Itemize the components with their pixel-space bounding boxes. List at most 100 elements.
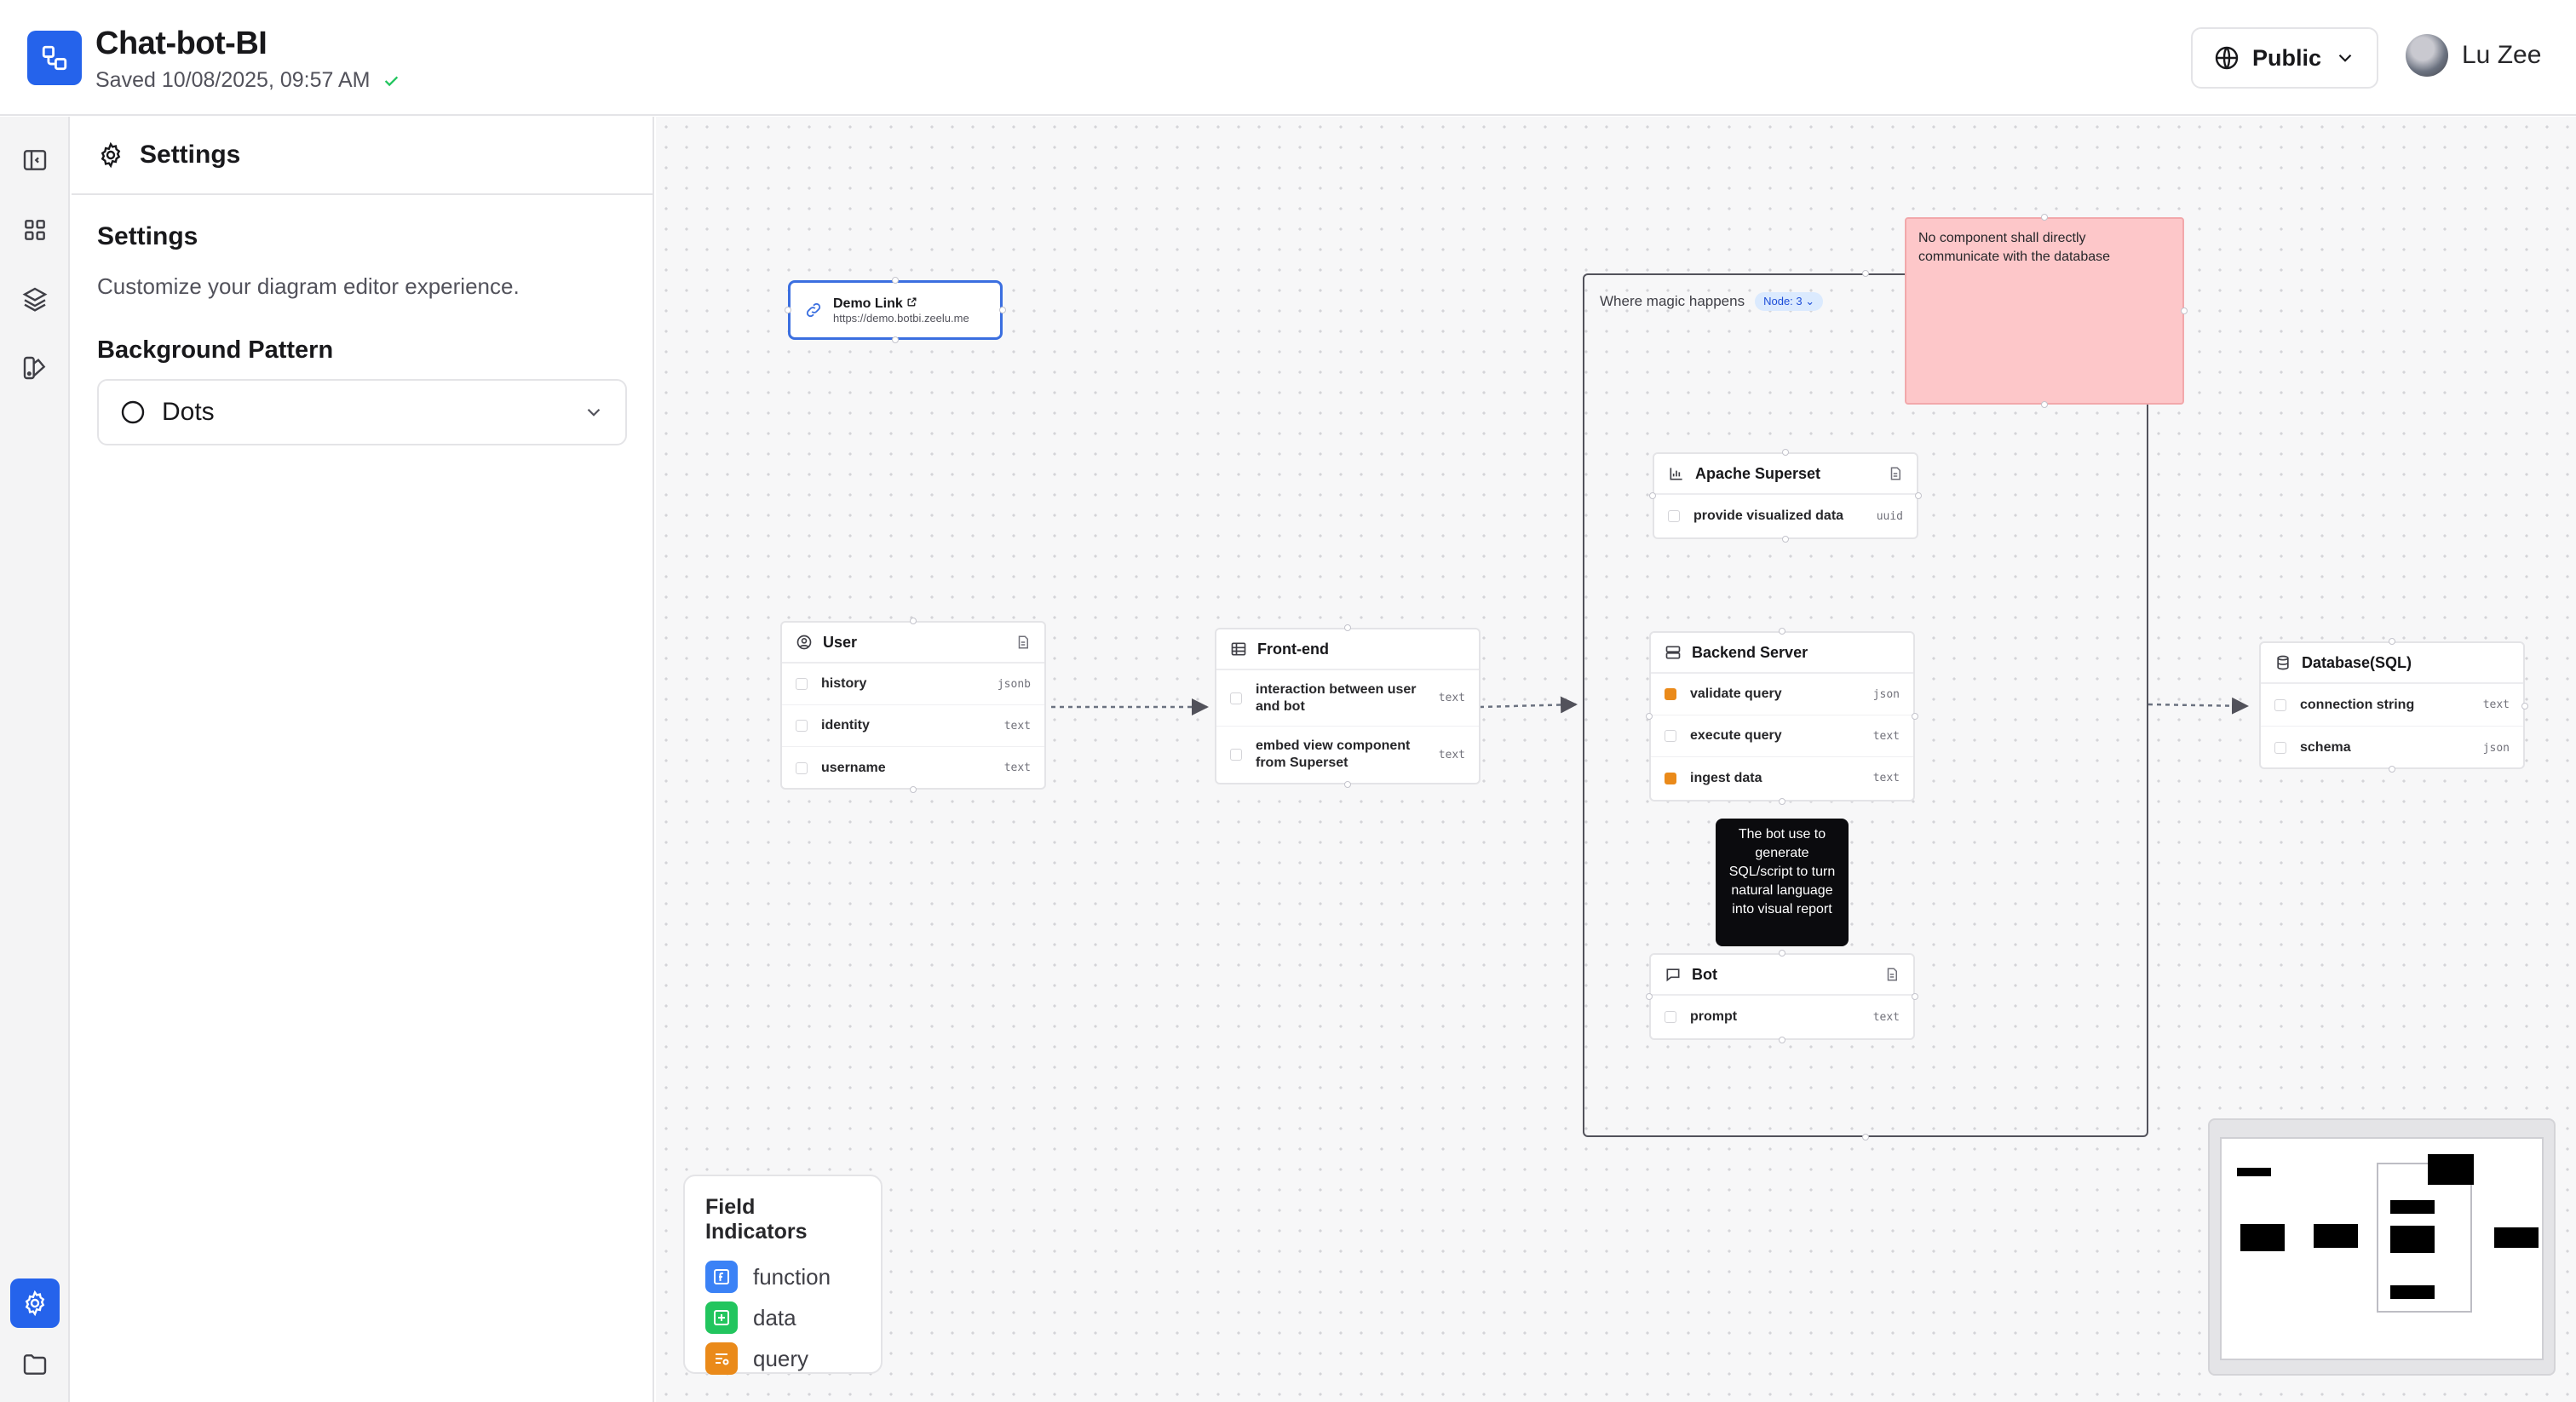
globe-icon [2215,46,2239,70]
sticky-note[interactable]: No component shall directly communicate … [1905,217,2184,405]
field-name: interaction between user and bot [1256,681,1417,714]
demo-link-title: Demo Link [833,296,903,311]
connection-handle[interactable] [1646,713,1653,720]
connection-handle[interactable] [999,307,1006,313]
connection-handle[interactable] [2389,766,2395,773]
field-indicators-legend: Field Indicators function data query [683,1175,883,1375]
gear-icon [25,1290,45,1317]
connection-handle[interactable] [1862,270,1869,277]
demo-link-url[interactable]: https://demo.botbi.zeelu.me [833,311,969,325]
diagram-canvas[interactable]: Demo Link https://demo.botbi.zeelu.me Wh… [656,117,2576,1402]
chevron-down-icon [587,408,601,417]
connection-handle[interactable] [785,307,791,313]
visibility-dropdown[interactable]: Public [2191,27,2378,89]
connection-handle[interactable] [2521,703,2528,710]
connection-handle[interactable] [1782,536,1789,543]
connection-handle[interactable] [1344,624,1351,631]
field-indicator [2274,742,2286,754]
settings-button[interactable] [10,1278,60,1328]
panel-header-title: Settings [140,141,241,169]
connection-handle[interactable] [892,277,899,284]
connection-handle[interactable] [2041,214,2048,221]
connection-handle[interactable] [1862,1134,1869,1141]
legend-item-data: data [705,1297,860,1338]
connection-handle[interactable] [2041,401,2048,408]
field-indicator [1665,730,1676,742]
background-pattern-select[interactable]: Dots [97,379,627,445]
theme-button[interactable] [10,343,60,393]
connection-handle[interactable] [910,618,917,624]
minimap-node [2390,1200,2435,1214]
connection-handle[interactable] [1779,628,1785,635]
connection-handle[interactable] [2181,307,2188,314]
connection-handle[interactable] [1646,993,1653,1000]
connection-handle[interactable] [910,786,917,793]
field-name: schema [2300,740,2351,755]
diagram-title[interactable]: Chat-bot-BI [95,26,267,61]
group-title: Where magic happens [1600,293,1745,309]
legend-label: data [753,1304,796,1330]
left-rail [0,117,70,1402]
document-icon[interactable] [1884,967,1900,982]
document-icon[interactable] [1015,635,1031,650]
connection-handle[interactable] [1779,950,1785,957]
connection-handle[interactable] [1912,713,1918,720]
node-header: Front-end [1216,629,1479,670]
files-button[interactable] [10,1340,60,1389]
demo-link-node[interactable]: Demo Link https://demo.botbi.zeelu.me [788,280,1003,340]
document-icon[interactable] [1888,466,1903,481]
layers-button[interactable] [10,274,60,324]
node-count-badge[interactable]: Node: 3 ⌄ [1755,292,1824,311]
field-indicator [796,720,808,732]
node-title: Backend Server [1692,643,1808,661]
connection-handle[interactable] [1649,492,1656,499]
connection-handle[interactable] [1912,993,1918,1000]
connection-handle[interactable] [1779,1037,1785,1043]
connection-handle[interactable] [1915,492,1922,499]
swatch-book-icon [23,356,46,380]
field-indicator [1665,1011,1676,1023]
grid-icon [25,220,45,240]
edge-group-database[interactable] [2148,697,2249,715]
edge-frontend-group[interactable] [1479,696,1578,714]
field-indicator [1230,692,1242,704]
user-menu[interactable]: Lu Zee [2406,34,2541,77]
connection-handle[interactable] [892,336,899,343]
field-indicator [796,678,808,690]
node-title: Front-end [1257,640,1329,658]
server-icon [1665,646,1681,659]
components-button[interactable] [10,205,60,255]
app-logo[interactable] [27,31,82,85]
field-name: prompt [1690,1009,1738,1024]
collapse-panel-button[interactable] [10,135,60,185]
table-icon [1231,642,1246,656]
field-indicator [1230,749,1242,761]
external-link-icon[interactable] [906,296,917,307]
minimap-node [2390,1285,2435,1299]
background-pattern-value: Dots [162,398,215,426]
connection-handle[interactable] [1779,798,1785,805]
field-type: text [1438,748,1465,761]
connection-handle[interactable] [1782,449,1789,456]
connection-handle[interactable] [1344,781,1351,788]
minimap[interactable] [2208,1118,2556,1376]
connection-handle[interactable] [2389,638,2395,645]
node-frontend[interactable]: Front-end interaction between user and b… [1215,628,1481,784]
